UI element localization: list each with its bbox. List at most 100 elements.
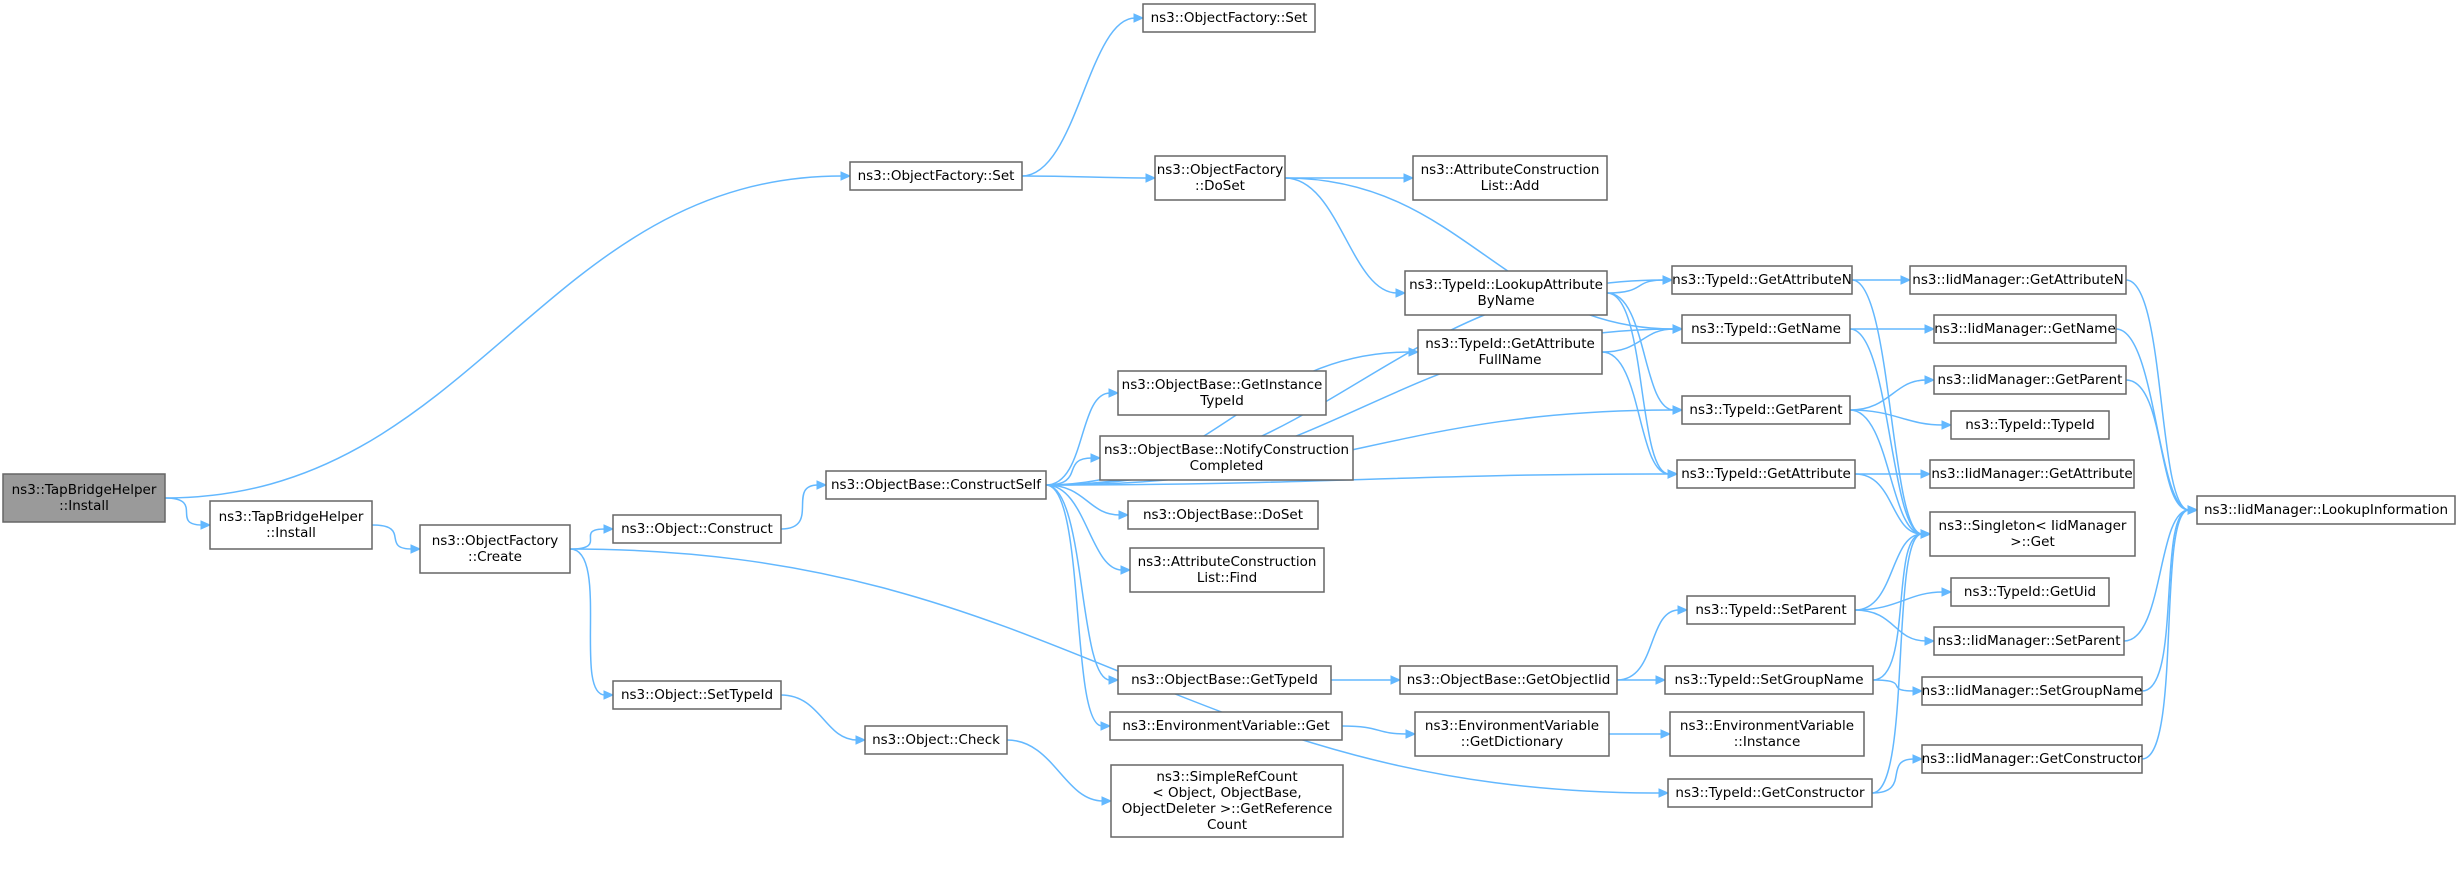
- node-env_instance[interactable]: ns3::EnvironmentVariable::Instance: [1669, 711, 1865, 757]
- node-ob_notify[interactable]: ns3::ObjectBase::NotifyConstructionCompl…: [1099, 435, 1354, 481]
- node-obj_construct[interactable]: ns3::Object::Construct: [612, 514, 782, 544]
- arrowhead-tid_getconstructor: [1658, 788, 1670, 798]
- node-box[interactable]: [1671, 265, 1853, 295]
- node-tbh_install[interactable]: ns3::TapBridgeHelper::Install: [209, 500, 373, 550]
- node-tid_getparent[interactable]: ns3::TypeId::GetParent: [1681, 395, 1851, 425]
- node-tid_setparent[interactable]: ns3::TypeId::SetParent: [1686, 595, 1856, 625]
- node-box[interactable]: [1099, 435, 1354, 481]
- node-tid_typeid[interactable]: ns3::TypeId::TypeId: [1950, 410, 2110, 440]
- node-box[interactable]: [1921, 744, 2143, 774]
- node-box[interactable]: [1921, 676, 2143, 706]
- node-of_doset[interactable]: ns3::ObjectFactory::DoSet: [1154, 155, 1286, 201]
- node-box[interactable]: [1676, 459, 1856, 489]
- node-box[interactable]: [1129, 547, 1325, 593]
- node-box[interactable]: [1664, 665, 1874, 695]
- node-box[interactable]: [1414, 711, 1610, 757]
- node-iid_getattribute[interactable]: ns3::IidManager::GetAttribute: [1929, 459, 2135, 489]
- node-root[interactable]: ns3::TapBridgeHelper::Install: [2, 473, 166, 523]
- node-box[interactable]: [1950, 577, 2110, 607]
- node-box[interactable]: [1109, 711, 1343, 741]
- node-tid_getuid[interactable]: ns3::TypeId::GetUid: [1950, 577, 2110, 607]
- node-box[interactable]: [1669, 711, 1865, 757]
- node-box[interactable]: [1154, 155, 1286, 201]
- node-iid_setparent[interactable]: ns3::IidManager::SetParent: [1933, 626, 2125, 656]
- arrowhead-of_set_outer: [840, 171, 852, 181]
- node-box[interactable]: [1929, 459, 2135, 489]
- node-box[interactable]: [1117, 370, 1327, 416]
- node-box[interactable]: [209, 500, 373, 550]
- node-label: TypeId: [1199, 393, 1244, 409]
- edge-ob_constructself-to-tid_getparent: [1045, 409, 1675, 486]
- node-tid_getconstructor[interactable]: ns3::TypeId::GetConstructor: [1667, 778, 1873, 808]
- arrowhead-tid_getattribute: [1667, 469, 1679, 479]
- node-ob_getobjectiid[interactable]: ns3::ObjectBase::GetObjectIid: [1399, 665, 1618, 695]
- node-box[interactable]: [1950, 410, 2110, 440]
- node-label: ns3::TapBridgeHelper: [219, 509, 364, 525]
- node-obj_settypeid[interactable]: ns3::Object::SetTypeId: [612, 680, 782, 710]
- node-obj_check[interactable]: ns3::Object::Check: [864, 725, 1008, 755]
- node-label: ns3::IidManager::SetGroupName: [1922, 683, 2143, 699]
- node-box[interactable]: [1142, 3, 1316, 33]
- node-box[interactable]: [1933, 365, 2127, 395]
- arrowhead-tid_setgroupname: [1655, 675, 1667, 685]
- node-label: < Object, ObjectBase,: [1152, 785, 1301, 801]
- node-box[interactable]: [2, 473, 166, 523]
- node-iid_getparent[interactable]: ns3::IidManager::GetParent: [1933, 365, 2127, 395]
- node-ob_gettypeid[interactable]: ns3::ObjectBase::GetTypeId: [1117, 665, 1332, 695]
- node-box[interactable]: [2196, 495, 2456, 525]
- node-tid_getattributen[interactable]: ns3::TypeId::GetAttributeN: [1671, 265, 1853, 295]
- node-box[interactable]: [1909, 265, 2127, 295]
- node-box[interactable]: [1681, 314, 1851, 344]
- node-box[interactable]: [1127, 500, 1319, 530]
- nodes-layer: ns3::TapBridgeHelper::Installns3::TapBri…: [2, 3, 2456, 838]
- node-box[interactable]: [1399, 665, 1618, 695]
- node-tid_getname[interactable]: ns3::TypeId::GetName: [1681, 314, 1851, 344]
- node-box[interactable]: [1681, 395, 1851, 425]
- node-tid_setgroupname[interactable]: ns3::TypeId::SetGroupName: [1664, 665, 1874, 695]
- node-box[interactable]: [612, 514, 782, 544]
- node-box[interactable]: [1933, 626, 2125, 656]
- node-box[interactable]: [419, 524, 571, 574]
- node-box[interactable]: [612, 680, 782, 710]
- node-ob_doset[interactable]: ns3::ObjectBase::DoSet: [1127, 500, 1319, 530]
- node-env_getdict[interactable]: ns3::EnvironmentVariable::GetDictionary: [1414, 711, 1610, 757]
- node-iid_getattributen[interactable]: ns3::IidManager::GetAttributeN: [1909, 265, 2127, 295]
- node-box[interactable]: [1412, 155, 1608, 201]
- node-label: List::Add: [1481, 178, 1540, 194]
- node-ob_constructself[interactable]: ns3::ObjectBase::ConstructSelf: [825, 470, 1047, 500]
- node-iid_setgroupname[interactable]: ns3::IidManager::SetGroupName: [1921, 676, 2143, 706]
- node-tid_getattribute[interactable]: ns3::TypeId::GetAttribute: [1676, 459, 1856, 489]
- node-label: ns3::IidManager::GetName: [1934, 321, 2116, 337]
- node-env_get[interactable]: ns3::EnvironmentVariable::Get: [1109, 711, 1343, 741]
- node-iid_getconstructor[interactable]: ns3::IidManager::GetConstructor: [1921, 744, 2143, 774]
- node-box[interactable]: [825, 470, 1047, 500]
- node-box[interactable]: [1404, 270, 1608, 316]
- node-label: ::Create: [468, 549, 522, 565]
- node-box[interactable]: [1929, 511, 2136, 557]
- node-box[interactable]: [849, 161, 1023, 191]
- node-of_create[interactable]: ns3::ObjectFactory::Create: [419, 524, 571, 574]
- node-of_set_outer[interactable]: ns3::ObjectFactory::Set: [849, 161, 1023, 191]
- node-singleton_get[interactable]: ns3::Singleton< IidManager>::Get: [1929, 511, 2136, 557]
- node-box[interactable]: [1686, 595, 1856, 625]
- node-box[interactable]: [1417, 329, 1603, 375]
- node-box[interactable]: [1933, 314, 2117, 344]
- arrowhead-tid_setparent: [1677, 605, 1689, 615]
- node-box[interactable]: [864, 725, 1008, 755]
- node-box[interactable]: [1667, 778, 1873, 808]
- node-box[interactable]: [1117, 665, 1332, 695]
- node-label: ByName: [1477, 293, 1534, 309]
- arrowhead-tid_lookup: [1395, 288, 1407, 298]
- edge-of_set_outer-to-of_set_top: [1021, 17, 1136, 177]
- node-iid_lookupinfo[interactable]: ns3::IidManager::LookupInformation: [2196, 495, 2456, 525]
- node-of_set_top[interactable]: ns3::ObjectFactory::Set: [1142, 3, 1316, 33]
- node-label: ns3::Object::SetTypeId: [621, 687, 773, 703]
- node-simplerefcount[interactable]: ns3::SimpleRefCount< Object, ObjectBase,…: [1110, 764, 1344, 838]
- node-iid_getname[interactable]: ns3::IidManager::GetName: [1933, 314, 2117, 344]
- node-box[interactable]: [1110, 764, 1344, 838]
